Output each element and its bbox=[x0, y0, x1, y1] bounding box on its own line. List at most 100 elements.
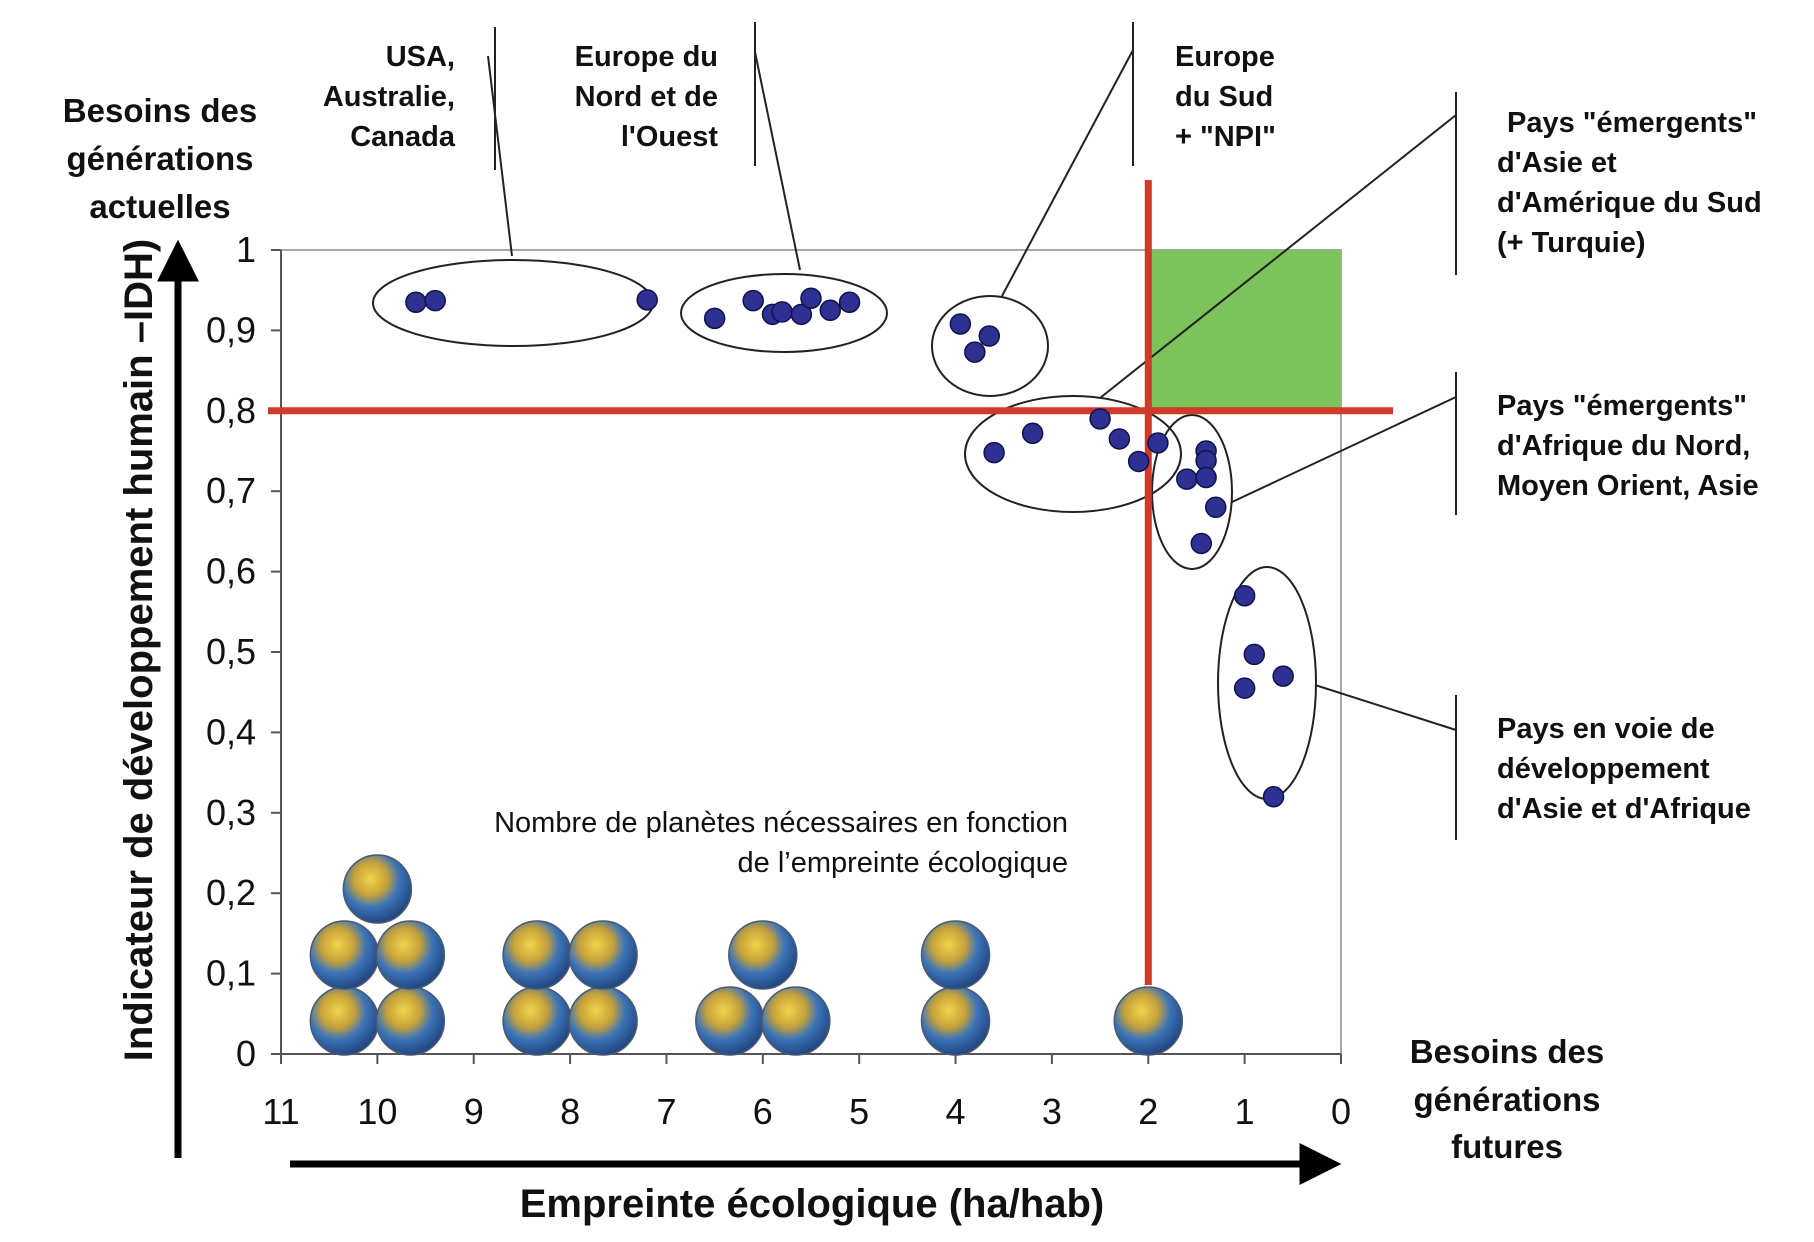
data-point bbox=[424, 289, 446, 312]
planet-icon bbox=[1113, 986, 1184, 1056]
label-europe-sud: + "NPI" bbox=[1175, 121, 1276, 153]
sustainable-zone bbox=[1148, 250, 1341, 411]
y-tick-label: 0,1 bbox=[206, 953, 256, 994]
data-point bbox=[1190, 532, 1213, 555]
y-tick-label: 0,3 bbox=[206, 792, 256, 833]
data-point bbox=[1127, 450, 1150, 473]
label-pvd: d'Asie et d'Afrique bbox=[1497, 793, 1751, 825]
data-points bbox=[405, 287, 1294, 808]
ellipse-emergents-asie bbox=[964, 395, 1182, 513]
x-tick-label: 9 bbox=[464, 1091, 484, 1132]
planet-icon bbox=[568, 986, 638, 1056]
data-point bbox=[1108, 428, 1131, 450]
label-emergents-afrique: d'Afrique du Nord, bbox=[1497, 430, 1750, 462]
planet-icon bbox=[309, 920, 380, 990]
leader-emergents-asie-diagonal bbox=[1099, 114, 1457, 399]
x-axis-label: Empreinte écologique (ha/hab) bbox=[520, 1182, 1105, 1226]
planet-icon bbox=[375, 920, 446, 990]
label-europe-nord: Europe du bbox=[575, 41, 718, 73]
data-point bbox=[964, 341, 986, 363]
leader-pvd-diagonal bbox=[1314, 684, 1457, 731]
data-point bbox=[983, 441, 1005, 464]
data-point bbox=[819, 299, 842, 322]
planet-icon bbox=[309, 986, 380, 1056]
label-emergents-afrique: Moyen Orient, Asie bbox=[1497, 470, 1759, 502]
planet-icon bbox=[342, 854, 413, 924]
x-axis-caption-line: générations bbox=[1413, 1081, 1600, 1118]
planet-icon bbox=[728, 920, 798, 990]
label-pvd: Pays en voie de bbox=[1497, 713, 1715, 745]
x-tick-label: 3 bbox=[1042, 1091, 1062, 1132]
data-point bbox=[1272, 665, 1294, 687]
data-point bbox=[742, 289, 764, 312]
label-emergents-asie: Pays "émergents" bbox=[1507, 107, 1757, 139]
label-usa: Australie, bbox=[323, 81, 455, 113]
data-point bbox=[1176, 468, 1198, 490]
label-usa: Canada bbox=[350, 121, 456, 153]
planet-stacks bbox=[309, 854, 1184, 1056]
label-emergents-afrique: Pays "émergents" bbox=[1497, 390, 1747, 422]
planet-caption-line: de l’empreinte écologique bbox=[738, 847, 1069, 879]
x-tick-label: 0 bbox=[1331, 1091, 1351, 1132]
x-tick-label: 2 bbox=[1138, 1091, 1158, 1132]
x-tick-label: 7 bbox=[656, 1091, 676, 1132]
y-axis-label: Indicateur de développement humain –IDH) bbox=[117, 239, 161, 1061]
ellipse-pvd bbox=[1217, 566, 1317, 800]
data-point bbox=[1147, 432, 1169, 454]
y-tick-label: 0,4 bbox=[206, 711, 256, 752]
label-pvd: développement bbox=[1497, 753, 1710, 785]
y-tick-label: 0 bbox=[236, 1033, 256, 1074]
leader-lines bbox=[487, 22, 1457, 840]
y-tick-label: 1 bbox=[236, 229, 256, 270]
label-europe-sud: du Sud bbox=[1175, 81, 1273, 113]
data-point bbox=[1204, 496, 1227, 519]
label-europe-nord: l'Ouest bbox=[621, 121, 718, 153]
y-ticks: 00,10,20,30,40,50,60,70,80,91 bbox=[206, 229, 281, 1074]
data-point bbox=[1243, 643, 1266, 666]
data-point bbox=[1233, 584, 1256, 607]
data-point bbox=[790, 303, 813, 326]
data-point bbox=[771, 301, 793, 323]
label-emergents-asie: (+ Turquie) bbox=[1497, 227, 1645, 259]
data-point bbox=[636, 289, 658, 311]
data-point bbox=[978, 325, 1001, 347]
planet-icon bbox=[920, 986, 991, 1056]
leader-usa-diagonal bbox=[487, 55, 513, 257]
label-europe-nord: Nord et de bbox=[575, 81, 718, 113]
data-point bbox=[405, 291, 427, 314]
y-tick-label: 0,7 bbox=[206, 470, 256, 511]
data-point bbox=[838, 291, 861, 314]
y-axis-caption-line: générations bbox=[66, 140, 253, 177]
label-emergents-asie: d'Asie et bbox=[1497, 147, 1617, 179]
planet-icon bbox=[920, 920, 991, 990]
planet-caption: Nombre de planètes nécessaires en foncti… bbox=[494, 807, 1068, 879]
y-tick-label: 0,6 bbox=[206, 551, 256, 592]
planet-icon bbox=[502, 920, 572, 990]
x-tick-label: 6 bbox=[753, 1091, 773, 1132]
planet-icon bbox=[761, 986, 831, 1056]
x-axis-caption-line: Besoins des bbox=[1410, 1033, 1604, 1070]
data-point bbox=[1262, 785, 1285, 808]
ellipse-europe-sud bbox=[931, 295, 1049, 397]
y-tick-label: 0,2 bbox=[206, 872, 256, 913]
data-point bbox=[1195, 466, 1217, 489]
data-point bbox=[1021, 422, 1044, 445]
data-point bbox=[800, 287, 822, 309]
y-tick-label: 0,9 bbox=[206, 309, 256, 350]
x-tick-label: 8 bbox=[560, 1091, 580, 1132]
data-point bbox=[1233, 677, 1256, 699]
x-tick-label: 4 bbox=[946, 1091, 966, 1132]
x-tick-label: 5 bbox=[849, 1091, 869, 1132]
y-tick-label: 0,5 bbox=[206, 631, 256, 672]
x-tick-label: 1 bbox=[1235, 1091, 1255, 1132]
leader-europe-sud-diagonal bbox=[1001, 49, 1134, 297]
planet-icon bbox=[375, 986, 446, 1056]
planet-icon bbox=[695, 986, 765, 1056]
planet-icon bbox=[568, 920, 638, 990]
ellipse-emergents-afrique bbox=[1151, 414, 1233, 570]
leader-emergents-afrique-diagonal bbox=[1231, 396, 1457, 503]
y-axis-caption-line: Besoins des bbox=[63, 92, 257, 129]
leader-europe-nord-diagonal bbox=[754, 51, 801, 271]
